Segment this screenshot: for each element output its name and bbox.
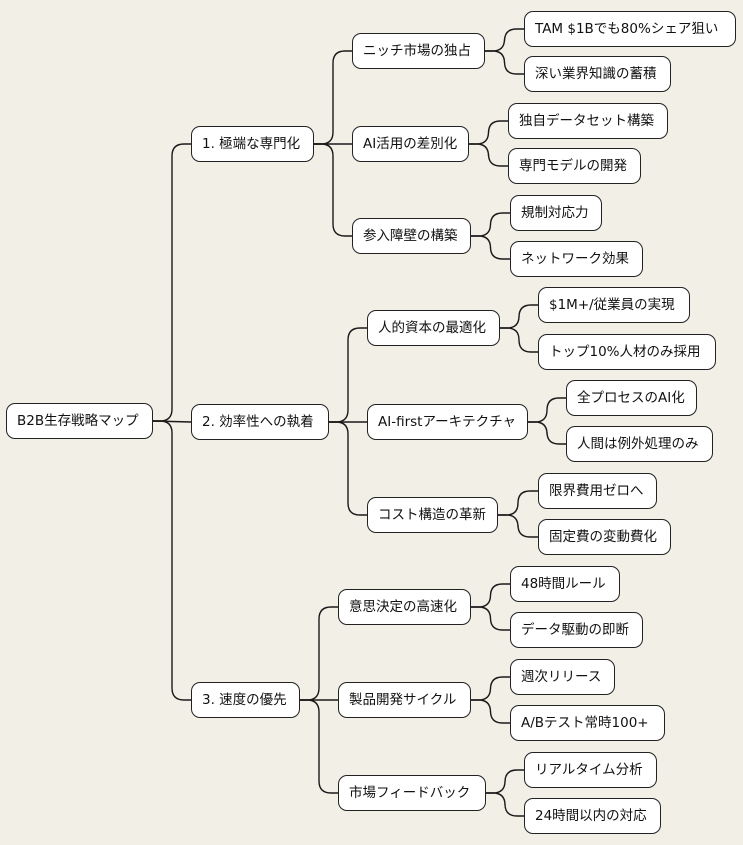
edge-3-3-2 <box>486 792 524 817</box>
edge-1-1 <box>314 50 352 145</box>
leaf-node-3-3-1[interactable]: リアルタイム分析 <box>524 752 657 788</box>
edge-3-1-2 <box>471 606 510 631</box>
edge-1-3-2 <box>471 235 510 260</box>
leaf-node-1-1-1[interactable]: TAM $1Bでも80%シェア狙い <box>524 11 736 47</box>
edge-2-3 <box>329 421 367 516</box>
edge-1-1-2 <box>485 50 524 75</box>
branch-node-3[interactable]: 3. 速度の優先 <box>191 682 300 718</box>
branch-node-1[interactable]: 1. 極端な専門化 <box>191 126 314 162</box>
edge-2-1-1 <box>500 304 538 329</box>
sub-node-2-2[interactable]: AI-firstアーキテクチャ <box>367 404 528 440</box>
sub-node-2-3[interactable]: コスト構造の革新 <box>367 497 498 533</box>
leaf-node-1-2-1[interactable]: 独自データセット構築 <box>508 103 668 139</box>
edge-3-3-1 <box>486 769 524 794</box>
leaf-node-1-3-1[interactable]: 規制対応力 <box>510 195 602 231</box>
sub-node-2-1[interactable]: 人的資本の最適化 <box>367 310 500 346</box>
edge-3-2-1 <box>471 676 510 701</box>
leaf-node-1-3-2[interactable]: ネットワーク効果 <box>510 241 643 277</box>
edge-1-3-1 <box>471 212 510 237</box>
leaf-node-2-2-2[interactable]: 人間は例外処理のみ <box>566 426 713 462</box>
edge-2-2-1 <box>528 397 566 423</box>
sub-node-1-2[interactable]: AI活用の差別化 <box>352 126 469 162</box>
leaf-node-2-1-2[interactable]: トップ10%人材のみ採用 <box>538 334 716 370</box>
leaf-node-2-3-2[interactable]: 固定費の変動費化 <box>538 519 671 555</box>
edge-2-1-2 <box>500 327 538 353</box>
leaf-node-3-3-2[interactable]: 24時間以内の対応 <box>524 798 661 834</box>
root-node[interactable]: B2B生存戦略マップ <box>6 403 153 439</box>
edge-2-3-1 <box>498 490 538 516</box>
edge-1-2-2 <box>469 143 508 167</box>
edge-root-1 <box>153 143 191 422</box>
leaf-node-3-1-1[interactable]: 48時間ルール <box>510 566 620 602</box>
leaf-node-1-2-2[interactable]: 専門モデルの開発 <box>508 148 641 184</box>
edge-2-2-2 <box>528 421 566 445</box>
leaf-node-1-1-2[interactable]: 深い業界知識の蓄積 <box>524 56 671 92</box>
sub-node-1-3[interactable]: 参入障壁の構築 <box>352 218 471 254</box>
edge-2-1 <box>329 327 367 423</box>
sub-node-3-3[interactable]: 市場フィードバック <box>338 775 486 811</box>
edge-1-2-1 <box>469 120 508 145</box>
sub-node-1-1[interactable]: ニッチ市場の独占 <box>352 33 485 69</box>
edge-3-1 <box>300 606 338 701</box>
edge-3-2-2 <box>471 699 510 724</box>
edge-3-3 <box>300 699 338 794</box>
leaf-node-2-3-1[interactable]: 限界費用ゼロへ <box>538 473 657 509</box>
sub-node-3-1[interactable]: 意思決定の高速化 <box>338 589 471 625</box>
leaf-node-2-1-1[interactable]: $1M+/従業員の実現 <box>538 287 690 323</box>
leaf-node-3-2-1[interactable]: 週次リリース <box>510 659 615 695</box>
edge-1-3 <box>314 143 352 237</box>
leaf-node-2-2-1[interactable]: 全プロセスのAI化 <box>566 380 697 416</box>
branch-node-2[interactable]: 2. 効率性への執着 <box>191 404 329 440</box>
edge-3-1-1 <box>471 583 510 608</box>
leaf-node-3-2-2[interactable]: A/Bテスト常時100+ <box>510 705 665 741</box>
edge-2-3-2 <box>498 514 538 538</box>
edge-root-3 <box>153 420 191 701</box>
edge-1-1-1 <box>485 28 524 52</box>
sub-node-3-2[interactable]: 製品開発サイクル <box>338 682 471 718</box>
leaf-node-3-1-2[interactable]: データ駆動の即断 <box>510 612 643 648</box>
